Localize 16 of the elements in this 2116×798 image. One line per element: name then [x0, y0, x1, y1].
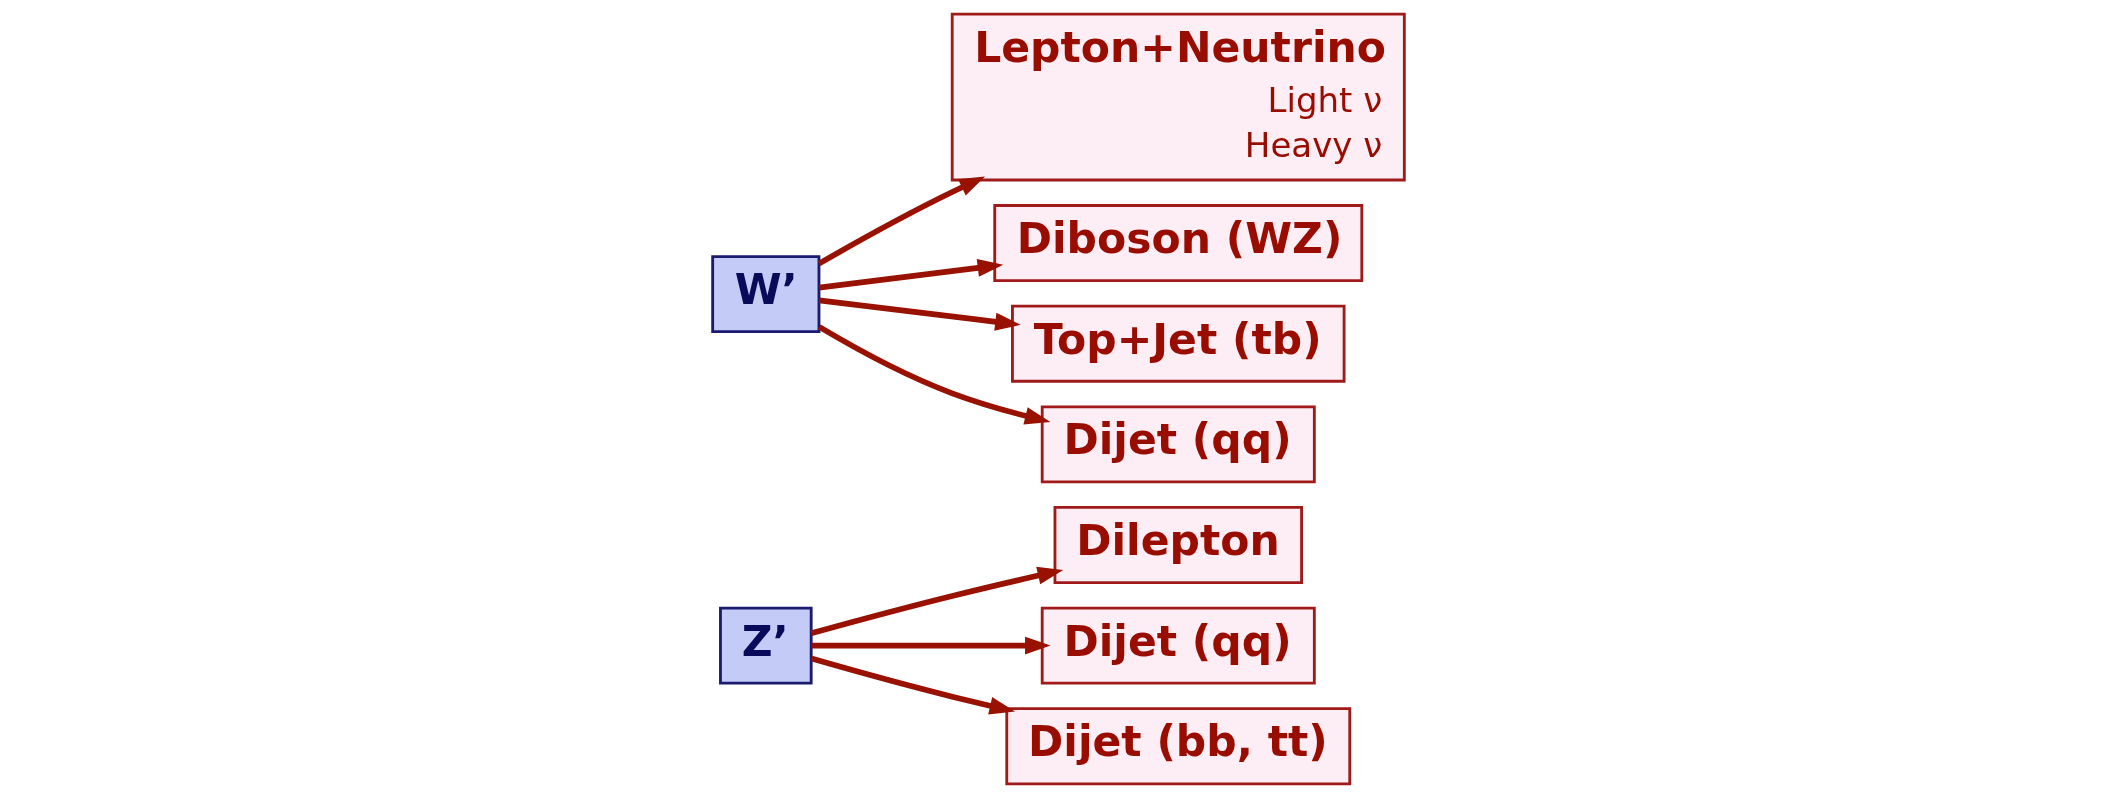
node-box: Diboson (WZ): [992, 204, 1363, 283]
node-box: Dijet (qq): [1040, 405, 1316, 484]
node-box: W’: [710, 255, 820, 334]
arrow: [817, 324, 1050, 425]
arrow: [810, 655, 1015, 715]
arrow: [817, 176, 985, 267]
node-box: Z’: [718, 606, 813, 685]
node-box: Dijet (qq): [1040, 606, 1316, 685]
node-box: Dilepton: [1053, 506, 1303, 584]
arrow: [818, 297, 1021, 331]
arrow: [809, 566, 1063, 637]
node-box: Lepton+Neutrino Light ν Heavy ν: [950, 12, 1406, 182]
node-box: Top+Jet (tb): [1010, 304, 1345, 383]
arrow: [818, 259, 1003, 291]
arrow: [810, 636, 1051, 655]
node-box: Dijet (bb, tt): [1004, 707, 1351, 786]
